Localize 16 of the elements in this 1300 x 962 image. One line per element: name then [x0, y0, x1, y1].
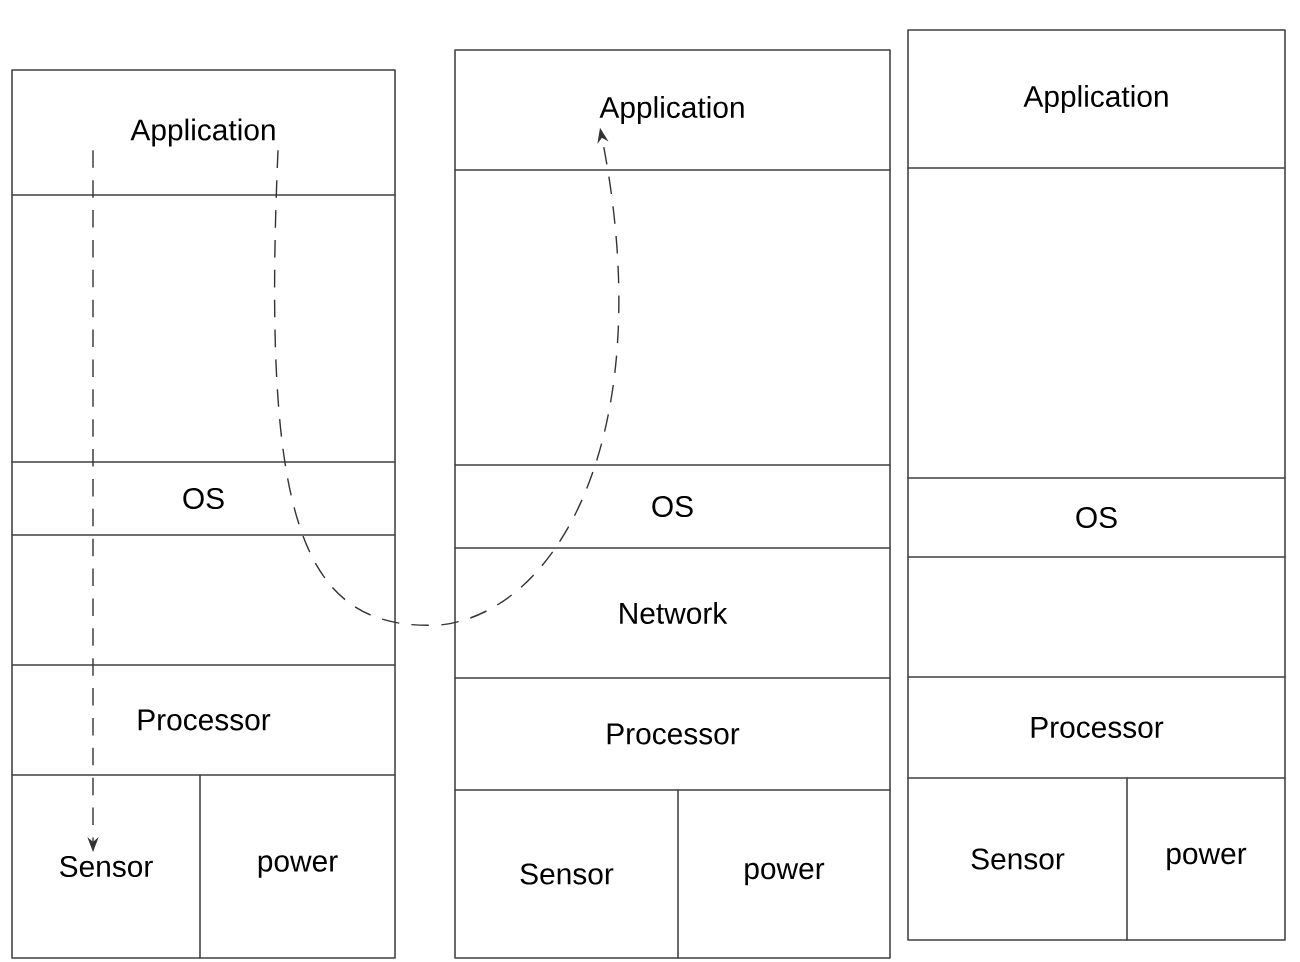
- layer-label: Sensor: [60, 855, 153, 878]
- layer-label: Sensor: [971, 848, 1065, 870]
- layer-label: OS: [183, 487, 224, 510]
- layer-label: Network: [620, 602, 728, 624]
- layer-label: Processor: [138, 709, 271, 731]
- layer-label: OS: [1076, 506, 1117, 529]
- layer-label: Application: [130, 118, 275, 147]
- layer-label: OS: [652, 495, 693, 518]
- layer-label: Sensor: [520, 863, 614, 885]
- layer-label: Application: [599, 96, 744, 124]
- layer-label: power: [258, 855, 338, 878]
- layer-label: Processor: [1031, 717, 1164, 738]
- layer-label: Processor: [607, 723, 740, 745]
- layer-label: Application: [1023, 85, 1168, 113]
- layer-label: power: [745, 862, 825, 886]
- layer-label: power: [1167, 847, 1247, 871]
